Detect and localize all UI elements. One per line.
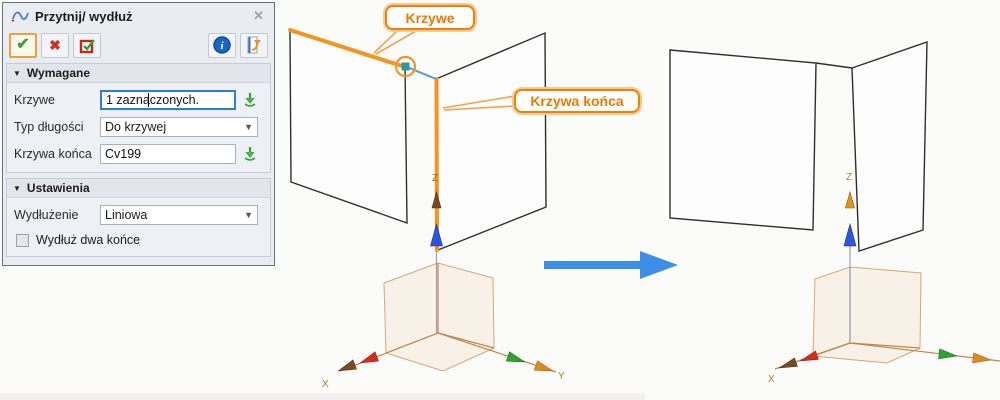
curve-tool-icon <box>11 11 29 22</box>
vertex-highlight-ring <box>394 55 417 78</box>
x-arrow-red <box>359 351 379 364</box>
x-arrow-brown-after <box>778 357 798 369</box>
green-pick-arrow-icon <box>244 147 256 161</box>
extend-both-ends-label: Wydłuż dwa końce <box>36 233 141 247</box>
before-after-arrow <box>544 251 678 279</box>
green-pick-arrow-icon <box>244 93 256 107</box>
callout-curves-tail <box>373 30 417 55</box>
pick-end-curve-button[interactable] <box>240 144 260 164</box>
end-curve-input[interactable] <box>100 144 236 164</box>
extended-curve-result[interactable] <box>815 62 853 69</box>
viewport-before: X Y Z <box>288 28 565 390</box>
extension-row: Wydłużenie Liniowa ▼ <box>14 205 263 225</box>
svg-text:i: i <box>220 40 224 52</box>
exit-page-icon <box>247 36 261 54</box>
y-arrow-green-after <box>938 348 958 360</box>
left-plane-after[interactable] <box>669 49 817 231</box>
y-axis-label: Y <box>558 371 565 382</box>
viewport-after: X Z <box>669 41 1000 385</box>
dropdown-arrow-icon: ▼ <box>244 122 253 132</box>
required-section-title: Wymagane <box>26 66 91 80</box>
y-arrow-orange-after <box>972 352 992 364</box>
settings-section-header[interactable]: ▼ Ustawienia <box>7 179 270 198</box>
extend-both-ends-checkbox[interactable] <box>16 233 29 247</box>
viewport-edge-strip <box>0 393 645 400</box>
apply-button[interactable] <box>73 32 101 58</box>
x-axis-label-after: X <box>768 374 775 385</box>
collapse-icon: ▼ <box>13 183 21 193</box>
close-icon[interactable]: ✕ <box>253 8 264 23</box>
end-curve[interactable] <box>434 77 439 252</box>
right-plane-before[interactable] <box>435 31 547 252</box>
x-arrow-red-after <box>799 350 819 362</box>
curves-input[interactable] <box>100 90 236 110</box>
length-type-value: Do krzywej <box>105 120 167 134</box>
collapse-icon: ▼ <box>13 68 21 78</box>
trim-extend-dialog: Przytnij/ wydłuż ✕ ✔ ✖ i <box>2 2 275 266</box>
right-plane-after[interactable] <box>851 41 928 252</box>
ok-button[interactable]: ✔ <box>9 32 37 58</box>
dialog-toolbar: ✔ ✖ i <box>3 29 274 61</box>
z-arrow-brown <box>431 190 442 209</box>
x-arrow-brown <box>337 359 357 372</box>
required-section: ▼ Wymagane Krzywe Typ długości Do krzywe… <box>6 63 271 173</box>
x-axis-label: X <box>322 379 329 390</box>
callout-curves-text: Krzywe <box>405 9 455 26</box>
callout-end-curve-tail <box>442 95 516 111</box>
extension-label: Wydłużenie <box>14 208 79 222</box>
z-arrow-blue <box>430 222 443 247</box>
selected-curve[interactable] <box>288 28 407 69</box>
end-curve-label: Krzywa końca <box>14 147 92 161</box>
info-button[interactable]: i <box>208 32 236 58</box>
callout-end-curve: Krzywa końca <box>514 89 640 113</box>
datum-cube-after <box>812 266 922 364</box>
end-curve-row: Krzywa końca <box>14 144 263 164</box>
length-type-label: Typ długości <box>14 120 84 134</box>
length-type-row: Typ długości Do krzywej ▼ <box>14 117 263 137</box>
y-arrow-green <box>505 351 526 363</box>
z-arrow-blue-after <box>843 222 857 247</box>
exit-button[interactable] <box>240 32 268 58</box>
callout-curves: Krzywe <box>385 5 475 30</box>
required-section-header[interactable]: ▼ Wymagane <box>7 64 270 83</box>
cancel-x-icon: ✖ <box>49 37 61 53</box>
z-axis-label-after: Z <box>846 172 852 183</box>
ok-check-icon: ✔ <box>16 36 30 53</box>
y-arrow-orange <box>533 360 554 372</box>
extension-preview-line <box>406 66 437 80</box>
dialog-titlebar[interactable]: Przytnij/ wydłuż ✕ <box>3 3 274 29</box>
extension-value: Liniowa <box>105 208 148 222</box>
extend-both-ends-row: Wydłuż dwa końce <box>16 232 263 248</box>
left-plane-before[interactable] <box>289 29 408 224</box>
curve-end-point[interactable] <box>401 62 410 71</box>
datum-cube <box>383 262 495 372</box>
info-icon: i <box>213 36 231 54</box>
z-axis-label: Z <box>432 173 438 184</box>
curves-row: Krzywe <box>14 90 263 110</box>
text-caret <box>148 93 149 107</box>
curves-label: Krzywe <box>14 93 55 107</box>
settings-section-title: Ustawienia <box>26 181 90 195</box>
settings-section: ▼ Ustawienia Wydłużenie Liniowa ▼ Wydłuż… <box>6 178 271 257</box>
pick-curves-button[interactable] <box>240 90 260 110</box>
x-axis <box>339 332 439 372</box>
callout-end-curve-text: Krzywa końca <box>530 93 624 109</box>
apply-check-icon <box>79 38 95 53</box>
dropdown-arrow-icon: ▼ <box>244 210 253 220</box>
length-type-dropdown[interactable]: Do krzywej ▼ <box>100 117 258 137</box>
cancel-button[interactable]: ✖ <box>41 32 69 58</box>
extension-dropdown[interactable]: Liniowa ▼ <box>100 205 258 225</box>
dialog-title: Przytnij/ wydłuż <box>35 8 133 24</box>
z-arrow-orange-after <box>845 190 855 209</box>
